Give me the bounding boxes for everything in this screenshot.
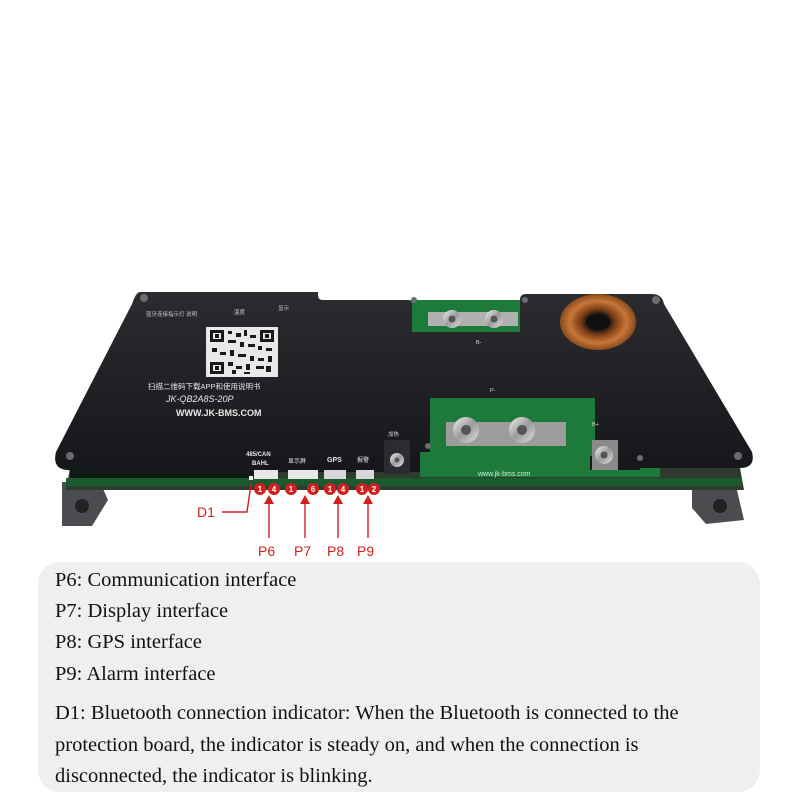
- pin-p6-right: 4: [272, 485, 277, 494]
- p6-sub-label: BAHL: [252, 461, 269, 467]
- caption-p7: P7: Display interface: [55, 600, 229, 622]
- connectors: [249, 470, 374, 480]
- cover-top-mid-label: 温度: [234, 308, 246, 316]
- cover-top-right-label: 显示: [278, 305, 290, 312]
- pin-markers: [254, 483, 380, 495]
- b-plus-label: B+: [592, 422, 599, 428]
- qr-caption: 扫描二维码下载APP和使用说明书: [148, 381, 261, 391]
- heating-label: 加热: [388, 430, 400, 438]
- p6-header-label: 485/CAN: [246, 452, 271, 458]
- pin-p9-right: 2: [372, 485, 377, 494]
- bms-board-photo: www.jk-bms.com 蓝牙连接指示灯 说明 温度 显示: [55, 292, 753, 559]
- caption-panel: P6: Communication interface P7: Display …: [38, 562, 760, 792]
- b-minus-label: B-: [476, 340, 482, 346]
- callout-lines: [222, 483, 369, 538]
- callout-p6: P6: [258, 543, 275, 559]
- qr-code: [206, 327, 278, 377]
- caption-p6: P6: Communication interface: [55, 569, 297, 591]
- pin-p8-right: 4: [341, 485, 346, 494]
- pin-p8-left: 1: [328, 485, 333, 494]
- p8-header-label: GPS: [327, 457, 342, 464]
- p7-header-label: 显示屏: [288, 458, 306, 465]
- callout-p8: P8: [327, 543, 344, 559]
- callout-p7: P7: [294, 543, 311, 559]
- callout-d1: D1: [197, 504, 215, 520]
- model-number: JK-QB2A8S-20P: [165, 394, 234, 404]
- pin-p9-left: 1: [360, 485, 365, 494]
- callout-arrowheads: [264, 495, 373, 504]
- caption-p8: P8: GPS interface: [55, 631, 202, 653]
- cover-screws: [66, 294, 742, 461]
- right-bolt: [592, 440, 618, 470]
- cover-top-left-text: 蓝牙连接指示灯 说明: [146, 310, 198, 318]
- pcb-website-text: www.jk-bms.com: [477, 471, 531, 478]
- mounting-brackets: [62, 482, 744, 526]
- p-minus-label: P-: [490, 388, 496, 394]
- pin-p7-right: 6: [311, 485, 316, 494]
- toroid-inductor: [560, 294, 636, 350]
- caption-p9: P9: Alarm interface: [55, 663, 216, 685]
- heating-button-block: [384, 440, 410, 474]
- website-label: WWW.JK-BMS.COM: [176, 408, 262, 418]
- p9-header-label: 报警: [357, 456, 369, 464]
- caption-d1: D1: Bluetooth connection indicator: When…: [55, 702, 679, 787]
- center-bolts: [446, 417, 566, 446]
- pin-p6-left: 1: [258, 485, 263, 494]
- callout-p9: P9: [357, 543, 374, 559]
- top-bolts: [428, 310, 518, 328]
- pin-p7-left: 1: [289, 485, 294, 494]
